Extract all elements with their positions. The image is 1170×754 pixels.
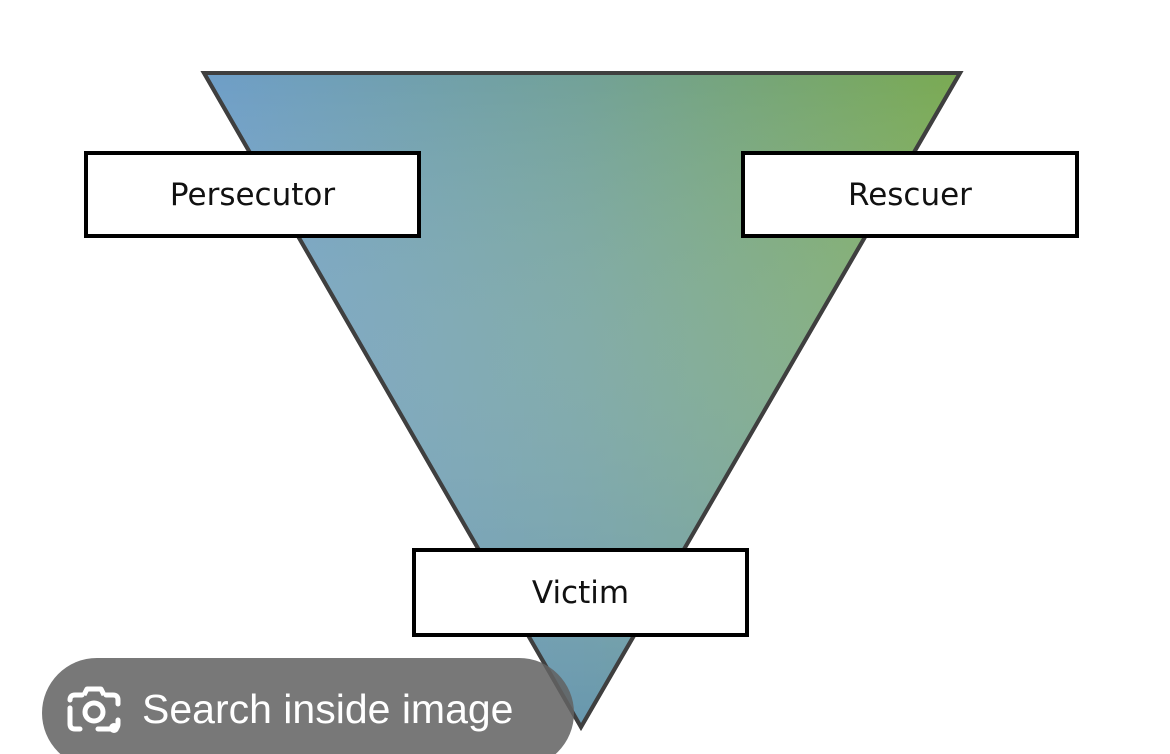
rescuer-label: Rescuer [848, 176, 972, 213]
persecutor-box: Persecutor [84, 151, 421, 238]
rescuer-box: Rescuer [741, 151, 1079, 238]
triangle-outline [200, 71, 964, 731]
lens-camera-icon [67, 686, 121, 733]
victim-label: Victim [531, 574, 630, 611]
persecutor-label: Persecutor [169, 176, 336, 213]
search-inside-image-label: Search inside image [142, 686, 514, 732]
victim-box: Victim [412, 548, 749, 637]
search-inside-image-button[interactable]: Search inside image [42, 658, 574, 754]
